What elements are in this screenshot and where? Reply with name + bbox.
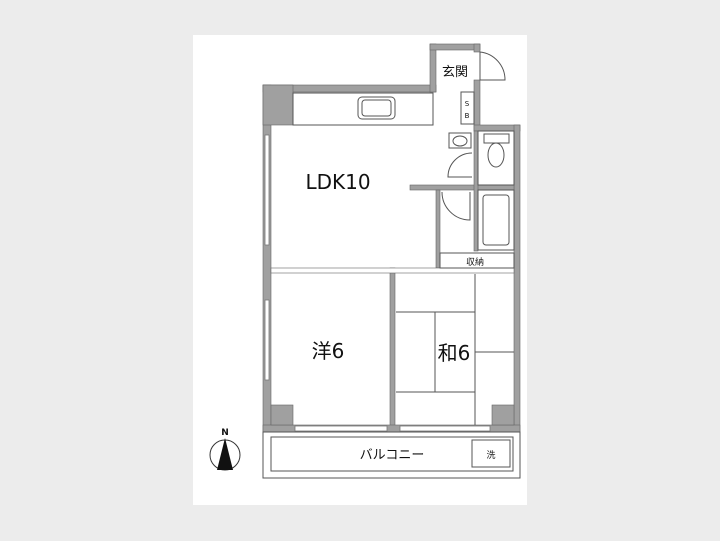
washer-label: 洗 [486, 449, 495, 461]
entrance-door-icon [479, 51, 506, 81]
balcony-outer [262, 431, 521, 479]
compass-north-label: N [221, 428, 229, 438]
western-room-label: 洋6 [312, 339, 345, 363]
kitchen-counter [292, 92, 434, 126]
washroom-door-icon [447, 152, 473, 178]
entrance-label: 玄関 [442, 65, 468, 80]
fixtures [262, 51, 521, 479]
japanese-room-label: 和6 [438, 341, 471, 365]
shoe-box [460, 91, 475, 125]
bathtub-icon [482, 194, 510, 246]
compass: N [209, 428, 241, 471]
wash-basin-icon [448, 132, 472, 149]
bath-door-icon [441, 191, 471, 221]
kitchen-sink-icon [357, 96, 396, 120]
shoe-box-s-label: S [465, 100, 470, 108]
toilet-icon [487, 142, 505, 168]
shoe-box-b-label: B [465, 112, 470, 120]
balcony-label: バルコニー [360, 448, 425, 463]
washer-space [471, 439, 511, 468]
walls [262, 43, 521, 433]
windows [264, 134, 491, 432]
storage-closet [439, 252, 515, 269]
balcony-inner [270, 436, 514, 472]
tatami-lines [396, 274, 514, 425]
ldk-label: LDK10 [305, 170, 370, 194]
room-labels: 玄関 S B LDK10 収納 洋6 和6 バルコニー 洗 [305, 65, 495, 463]
storage-label: 収納 [466, 256, 484, 268]
